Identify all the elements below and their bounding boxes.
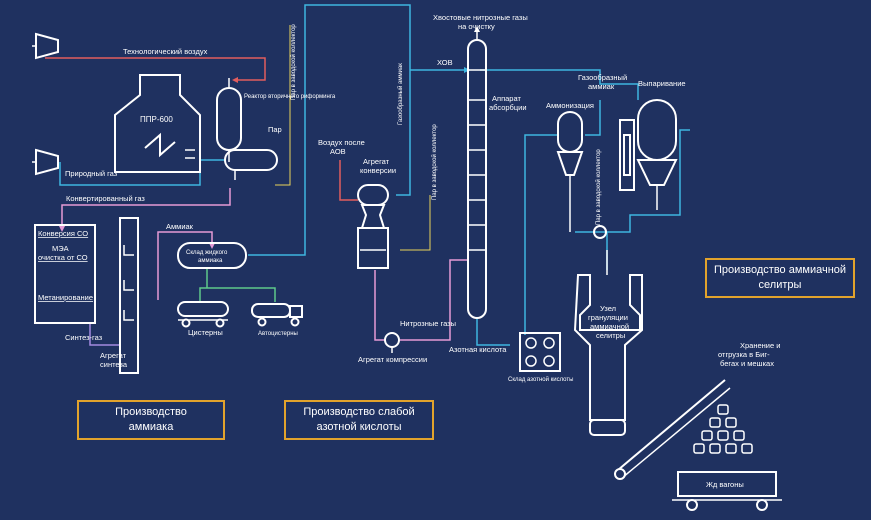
label-air-after-2: АОВ — [330, 147, 346, 156]
arrow-converted-gas — [59, 226, 65, 232]
converted-gas-line — [61, 188, 231, 226]
acid-storage-icon — [519, 332, 561, 372]
section-nitric-acid-label: Производство слабой азотной кислоты — [303, 406, 415, 433]
label-tail-gas-2: на очистку — [458, 22, 495, 31]
gaseous-ammonia-line — [248, 4, 411, 256]
label-granulation-3: аммиачной — [590, 322, 629, 331]
label-shipping-2: отгрузка в Биг- — [718, 350, 770, 359]
granulation-tower-icon — [573, 250, 643, 436]
label-absorber-2: абсорбции — [489, 103, 527, 112]
label-gaseous-ammonia-2a: Газообразный — [578, 73, 627, 82]
label-steam-collector-1: Пар в заводской коллектор — [290, 24, 297, 100]
label-mea-2: очистка от СО — [38, 253, 88, 262]
recirculation-line — [575, 129, 690, 233]
label-co-conversion: Конверсия СО — [38, 229, 88, 238]
label-reformer: Реактор вторичного риформинга — [244, 94, 336, 100]
gas-compressor-icon — [32, 148, 59, 176]
label-granulation-1: Узел — [600, 304, 616, 313]
pump-icon — [593, 225, 607, 239]
nitric-acid-line — [476, 318, 510, 346]
label-methanation: Метанирование — [38, 293, 93, 302]
steam-drum-icon — [224, 149, 278, 180]
label-nitrous-gases: Нитрозные газы — [400, 319, 456, 328]
hov-line — [410, 69, 639, 100]
rail-tank-car-icon — [177, 301, 229, 328]
label-shipping-1: Хранение и — [740, 341, 780, 350]
label-storage-1: Склад жидкого — [186, 250, 228, 256]
label-ppr: ППР-600 — [140, 115, 173, 124]
label-shipping-3: бегах и мешках — [720, 359, 774, 368]
air-compressor-icon — [32, 32, 59, 60]
label-ammonia: Аммиак — [166, 222, 194, 231]
nitrous-gas-line — [374, 259, 468, 341]
synthesis-gas-line — [89, 322, 120, 346]
arrow-tail-gas — [474, 26, 480, 32]
label-trucks: Автоцистерны — [258, 331, 298, 337]
section-ammonium-nitrate: Производство аммиачной селитры — [705, 258, 855, 298]
converter-unit-icon — [357, 184, 389, 269]
label-converter-2: конверсии — [360, 166, 396, 175]
label-steam-collector-2: Пар в заводской коллектор — [431, 124, 438, 200]
arrow-ammonia — [209, 243, 215, 249]
acid-to-ammonization-line — [524, 134, 558, 335]
section-nitric-acid: Производство слабой азотной кислоты — [284, 400, 434, 440]
label-mea-1: МЭА — [52, 244, 69, 253]
label-steam-collector-3: Пар в заводской коллектор — [595, 149, 602, 225]
steam-line-2 — [400, 195, 431, 251]
synthesis-unit-icon — [119, 217, 139, 374]
label-evaporation: Выпаривание — [638, 79, 686, 88]
arrow-tech-air — [232, 77, 238, 83]
label-steam: Пар — [268, 125, 282, 134]
label-natural-gas: Природный газ — [65, 169, 118, 178]
label-granulation-4: селитры — [596, 331, 625, 340]
compressor-unit-icon — [384, 332, 400, 353]
label-storage-2: аммиака — [198, 258, 223, 264]
label-tech-air: Технологический воздух — [123, 47, 208, 56]
gaseous-ammonia-2-line — [585, 100, 601, 136]
section-ammonia-label: Производство аммиака — [115, 406, 187, 433]
steam-line-1 — [275, 25, 291, 186]
label-compressor: Агрегат компрессии — [358, 355, 427, 364]
label-hov: ХОВ — [437, 58, 453, 67]
natural-gas-line — [59, 159, 225, 186]
label-synthesis-unit-2: синтеза — [100, 360, 128, 369]
rail-wagon-icon — [672, 471, 782, 511]
ammonization-vessel-icon — [556, 111, 584, 232]
label-synthesis-gas: Синтез-газ — [65, 333, 103, 342]
truck-icon — [251, 303, 303, 327]
label-synthesis-unit-1: Агрегат — [100, 351, 127, 360]
ammonia-line — [157, 231, 213, 300]
absorption-column-icon — [467, 39, 487, 319]
evaporator-icon — [619, 99, 678, 210]
label-gaseous-ammonia-2b: аммиак — [588, 82, 615, 91]
label-granulation-2: грануляции — [588, 313, 628, 322]
label-absorber-1: Аппарат — [492, 94, 521, 103]
label-converted-gas: Конвертированный газ — [66, 194, 145, 203]
tech-air-line — [45, 57, 266, 81]
label-nitric-acid: Азотная кислота — [449, 345, 507, 354]
ppr-furnace-icon — [114, 74, 201, 173]
label-gaseous-ammonia: Газообразный аммиак — [397, 63, 404, 125]
label-air-after-1: Воздух после — [318, 138, 365, 147]
section-ammonia: Производство аммиака — [77, 400, 225, 440]
label-rail-cars: Жд вагоны — [706, 480, 744, 489]
purification-block — [34, 224, 96, 324]
storage-to-tanks-line — [199, 268, 276, 302]
ammonia-storage-icon — [177, 242, 247, 269]
label-ammonization: Аммонизация — [546, 101, 594, 110]
conveyor-icon — [614, 379, 731, 480]
section-ammonium-nitrate-label: Производство аммиачной селитры — [713, 264, 847, 291]
label-tail-gas-1: Хвостовые нитрозные газы — [433, 13, 528, 22]
air-aov-line — [339, 160, 358, 201]
bags-icon — [693, 404, 753, 454]
label-acid-storage: Склад азотной кислоты — [508, 376, 573, 383]
label-converter-1: Агрегат — [363, 157, 390, 166]
label-tanks: Цистерны — [188, 328, 223, 337]
